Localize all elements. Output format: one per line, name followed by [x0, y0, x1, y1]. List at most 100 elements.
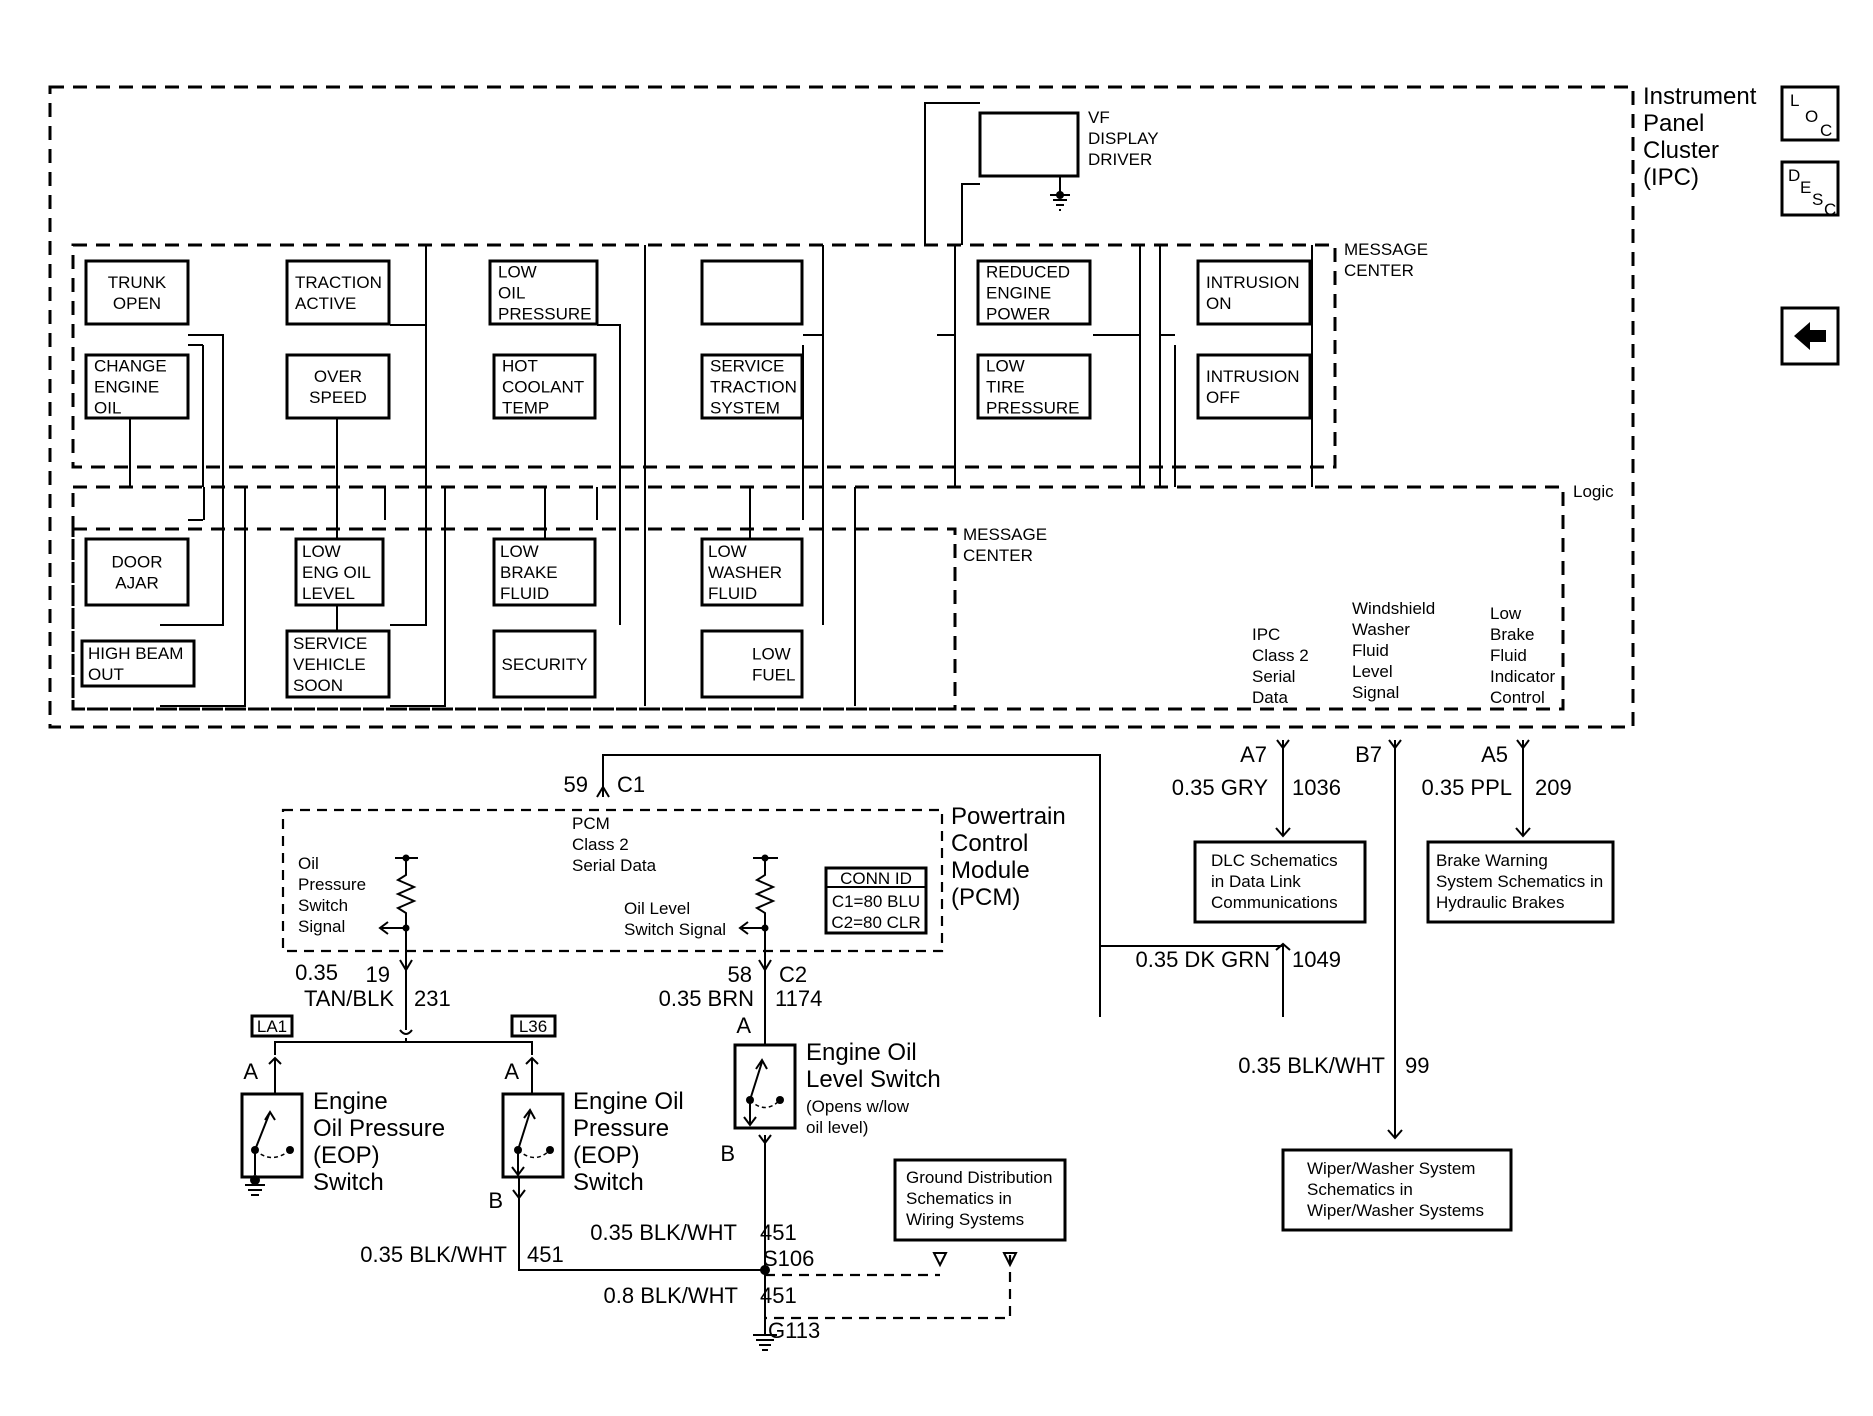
- option-la1-label: LA1: [257, 1017, 287, 1036]
- message-text: SOON: [293, 676, 343, 695]
- oil-level-switch-label: Level Switch: [806, 1066, 941, 1093]
- pcm-title: Control: [951, 830, 1028, 857]
- message-text: SERVICE: [293, 634, 367, 653]
- message-box-lower: [700, 537, 804, 607]
- pcm-class2-label: Class 2: [572, 835, 629, 854]
- message-text: ENGINE: [94, 378, 159, 397]
- ipc-signal-label: Fluid: [1490, 646, 1527, 665]
- eop-switch-right-label: (EOP): [573, 1142, 640, 1169]
- message-box-upper: [492, 353, 597, 420]
- ipc-title: Cluster: [1643, 137, 1719, 164]
- conn-id-row: C2=80 CLR: [831, 913, 920, 932]
- message-box-upper: [976, 353, 1092, 420]
- pcm-class2-label: PCM: [572, 814, 610, 833]
- eop-switch-right-label: Pressure: [573, 1115, 669, 1142]
- message-text: SYSTEM: [710, 399, 780, 418]
- loc-letter: L: [1790, 91, 1799, 110]
- message-text: REDUCED: [986, 263, 1070, 282]
- message-text: LEVEL: [302, 584, 355, 603]
- ground-reference-text: Wiring Systems: [906, 1210, 1024, 1229]
- loc-letter: C: [1820, 121, 1832, 140]
- message-text: TRACTION: [710, 378, 797, 397]
- pcm-class2-label: Serial Data: [572, 856, 657, 875]
- message-text: HOT: [502, 357, 538, 376]
- message-text: AJAR: [115, 574, 158, 593]
- message-center-label: MESSAGE: [1344, 240, 1428, 259]
- sensor-wiring: [274, 960, 777, 1351]
- circuit-label: 451: [527, 1242, 564, 1267]
- option-l36-tag: [510, 1014, 557, 1038]
- desc-button[interactable]: [1780, 160, 1840, 217]
- ipc-signal-label: Brake: [1490, 625, 1534, 644]
- ipc-signal-label: Low: [1490, 604, 1522, 623]
- wire-color-label: 0.35 PPL: [1421, 775, 1512, 800]
- message-center-lower-boundary: [71, 527, 957, 711]
- wiper-reference-text: Schematics in: [1307, 1180, 1413, 1199]
- option-l36-label: L36: [519, 1017, 547, 1036]
- dlc-reference-box: [1193, 840, 1367, 924]
- oil-pressure-signal-label: Switch: [298, 896, 348, 915]
- vf-display-label: DISPLAY: [1088, 129, 1159, 148]
- ipc-title: Panel: [1643, 110, 1704, 137]
- lower-message-wiring: [129, 470, 856, 707]
- message-text: DOOR: [112, 553, 163, 572]
- message-box-lower: [80, 639, 196, 688]
- desc-letter: S: [1812, 190, 1823, 209]
- eop-switch-left-label: Oil Pressure: [313, 1115, 445, 1142]
- ipc-boundary: [48, 85, 1635, 729]
- message-text: CHANGE: [94, 357, 167, 376]
- ground-reference-text: Schematics in: [906, 1189, 1012, 1208]
- message-box-upper: [84, 259, 190, 326]
- message-text: ON: [1206, 294, 1232, 313]
- message-text: FUEL: [752, 666, 795, 685]
- pin-label: 58: [728, 962, 752, 987]
- message-text: PRESSURE: [986, 399, 1080, 418]
- ipc-title: (IPC): [1643, 164, 1699, 191]
- message-text: ACTIVE: [295, 294, 356, 313]
- message-box-upper: [285, 259, 391, 326]
- ipc-signal-label: Data: [1252, 688, 1288, 707]
- eop-switch-right-label: Engine Oil: [573, 1088, 684, 1115]
- message-text: WASHER: [708, 563, 782, 582]
- ipc-signal-label: Washer: [1352, 620, 1410, 639]
- vf-display-driver-box: [978, 111, 1080, 178]
- connector-label: C2: [779, 962, 807, 987]
- message-text: TRUNK: [108, 273, 167, 292]
- message-box-upper: [84, 353, 190, 420]
- circuit-label: 1174: [775, 986, 822, 1011]
- wire-color-label: TAN/BLK: [304, 986, 394, 1011]
- brake-reference-text: Brake Warning: [1436, 851, 1548, 870]
- message-box-upper: [1196, 259, 1312, 326]
- loc-button[interactable]: [1780, 85, 1840, 142]
- message-text: OFF: [1206, 388, 1240, 407]
- pin-label: A5: [1481, 742, 1508, 767]
- brake-reference-text: System Schematics in: [1436, 872, 1603, 891]
- terminal-label: B: [488, 1188, 503, 1213]
- message-text: SECURITY: [502, 655, 588, 674]
- splice-label: S106: [763, 1246, 814, 1271]
- message-text: ENG OIL: [302, 563, 371, 582]
- conn-id-table: [824, 866, 928, 935]
- message-text: HIGH BEAM: [88, 644, 183, 663]
- eop-switch-left-label: Switch: [313, 1169, 384, 1196]
- oil-level-switch-label: Engine Oil: [806, 1039, 917, 1066]
- wiper-reference-text: Wiper/Washer System: [1307, 1159, 1475, 1178]
- brake-reference-box: [1426, 840, 1615, 924]
- oil-level-signal-label: Oil Level: [624, 899, 690, 918]
- message-text: COOLANT: [502, 378, 584, 397]
- ipc-signal-label: Indicator: [1490, 667, 1556, 686]
- message-text: TEMP: [502, 399, 549, 418]
- circuit-label: 451: [760, 1220, 797, 1245]
- wire-color-label: 0.35 GRY: [1172, 775, 1269, 800]
- eop-switch-left: [240, 1092, 304, 1196]
- ipc-signal-label: Class 2: [1252, 646, 1309, 665]
- message-box-upper: [488, 259, 599, 326]
- pin-label: B7: [1355, 742, 1382, 767]
- ipc-title: Instrument: [1643, 83, 1757, 110]
- message-center-upper-boundary: [71, 243, 1337, 469]
- left-arrow-icon[interactable]: [1794, 322, 1826, 350]
- eop-switch-right-label: Switch: [573, 1169, 644, 1196]
- message-text: LOW: [752, 645, 791, 664]
- pin-label: 19: [366, 962, 390, 987]
